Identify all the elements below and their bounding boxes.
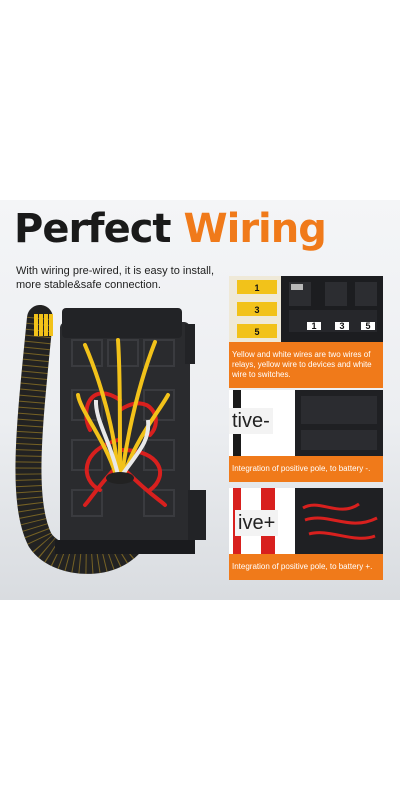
negative-pole-label: tive- [229,408,273,434]
product-banner: Perfect Wiring With wiring pre-wired, it… [0,200,400,600]
caption-negative-pole: Integration of positive pole, to battery… [229,456,383,482]
wire-tag-3: 3 [254,305,259,315]
relay-tag-3: 3 [339,321,344,331]
relay-tag-1: 1 [311,321,316,331]
page-title: Perfect Wiring [14,206,327,252]
subtitle: With wiring pre-wired, it is easy to ins… [16,265,215,291]
wire-tag-1: 1 [254,283,259,293]
wire-tag-5: 5 [254,327,259,337]
fuse-box-image [15,305,206,574]
positive-pole-label: ive+ [235,510,279,536]
title-accent: Wiring [183,206,326,252]
negative-pole-image [229,390,383,456]
relay-tag-5: 5 [365,321,370,331]
relay-wires-image: 1 3 5 1 3 5 [229,276,383,342]
caption-positive-pole: Integration of positive pole, to battery… [229,554,383,580]
caption-relay-wires: Yellow and white wires are two wires of … [229,342,383,388]
